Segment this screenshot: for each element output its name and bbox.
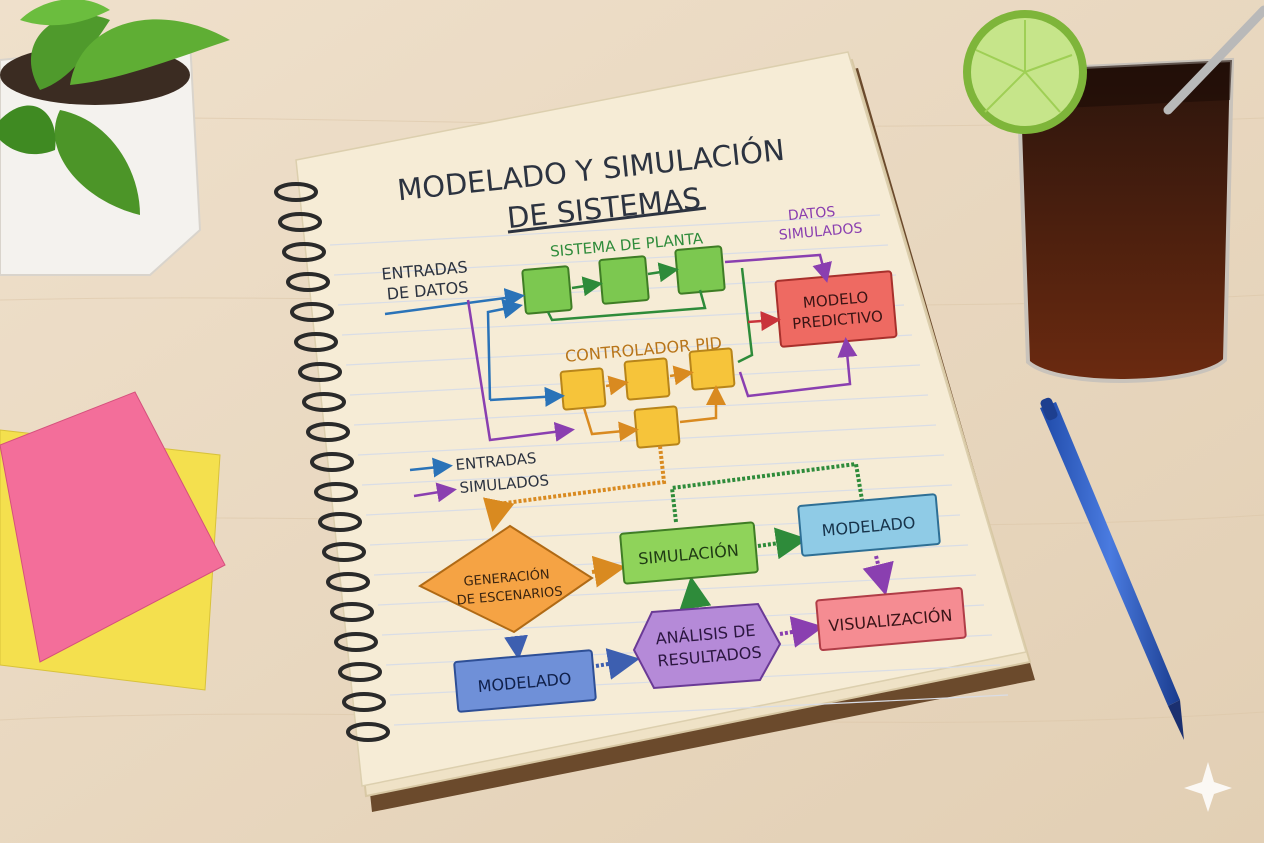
node-modelo-predictivo-label-1: MODELO	[802, 288, 869, 312]
pid-block-4	[633, 405, 681, 449]
sticky-notes	[0, 391, 226, 691]
pid-block-3	[688, 347, 736, 391]
soda-glass	[963, 5, 1264, 383]
plant-block-2	[598, 255, 650, 305]
node-generacion-escenarios	[417, 524, 594, 634]
arrow-pid-1-2	[605, 375, 629, 396]
title-underline	[507, 206, 707, 234]
arrow-plant-feedback	[546, 289, 707, 322]
arrow-blue-loop	[486, 299, 523, 401]
pid-block-1	[559, 367, 607, 411]
arrow-analysis-to-vis	[779, 616, 824, 648]
node-modelado-bottom	[453, 649, 597, 713]
legend-arrow-blue	[409, 457, 453, 478]
spiral-binding	[274, 182, 390, 742]
arrow-plant-to-predictive	[724, 253, 832, 283]
node-generacion-label-1: GENERACIÓN	[463, 566, 550, 589]
arrow-pid-4-3	[679, 385, 726, 424]
arrow-pid-to-predictive	[738, 337, 858, 398]
diagram: MODELADO Y SIMULACIÓN DE SISTEMAS ENTRAD…	[381, 133, 967, 713]
arrow-modelado-to-vis	[862, 555, 894, 596]
sparkle-icon	[1184, 762, 1232, 812]
arrow-sim-loop	[669, 461, 864, 523]
potted-plant	[0, 0, 230, 276]
node-modelado-top	[797, 493, 941, 557]
arrow-modelado-to-analysis	[595, 648, 640, 680]
arrow-scenarios-to-sim	[591, 555, 626, 588]
blue-pen	[1040, 397, 1184, 740]
label-datos-simulados-2: SIMULADOS	[778, 220, 863, 243]
plant-block-3	[674, 245, 726, 295]
arrow-pid-1-4	[582, 407, 639, 442]
arrow-plant-to-pid	[737, 267, 754, 364]
node-analisis-resultados	[632, 602, 782, 690]
node-simulacion	[619, 521, 759, 585]
arrow-entradas-to-plant	[384, 288, 525, 316]
plant-block-1	[521, 265, 573, 315]
pid-block-2	[623, 357, 671, 401]
arrow-pid-2-3	[669, 365, 694, 386]
legend-arrow-purple	[413, 482, 457, 503]
label-datos-simulados-1: DATOS	[787, 204, 836, 224]
arrow-simulated-to-pid	[466, 299, 575, 442]
arrow-scenarios-to-modelado	[504, 634, 528, 660]
arrow-plant-2-3	[647, 262, 679, 283]
arrow-to-predictive	[747, 311, 781, 332]
arrow-plant-1-2	[571, 276, 603, 297]
node-visualizacion	[815, 586, 967, 652]
arrow-sim-to-modelado	[757, 527, 808, 560]
arrow-to-pid-1	[489, 386, 565, 407]
